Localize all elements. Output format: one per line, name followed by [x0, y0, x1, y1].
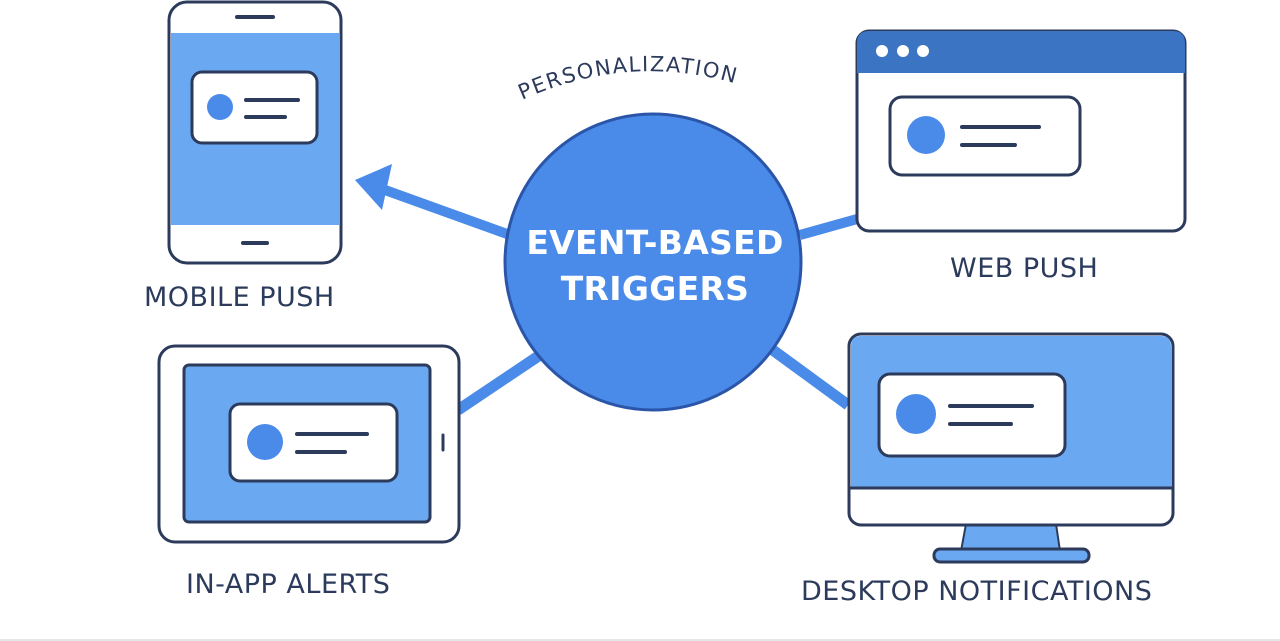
tablet-icon: [157, 344, 461, 544]
notification-card: [190, 70, 319, 145]
bottom-divider: [0, 639, 1280, 641]
connector-desktop: [766, 343, 852, 410]
label-desktop-notifications: DESKTOP NOTIFICATIONS: [801, 576, 1153, 607]
smartphone-icon: [167, 0, 343, 265]
hub-label: EVENT-BASED TRIGGERS: [500, 220, 810, 312]
desktop-monitor-icon: [847, 332, 1175, 564]
browser-window-icon: [855, 29, 1187, 233]
connector-inapp: [454, 350, 544, 415]
connector-mobile: [355, 164, 512, 240]
label-in-app-alerts: IN-APP ALERTS: [186, 569, 391, 600]
hub-label-line1: EVENT-BASED: [526, 223, 784, 262]
notification-card: [888, 95, 1082, 177]
notification-card: [877, 372, 1067, 458]
label-mobile-push: MOBILE PUSH: [144, 282, 335, 313]
notification-card: [228, 402, 399, 483]
arc-label-personalization: PERSONALIZATION: [515, 52, 741, 104]
arrowhead-mobile-icon: [355, 164, 392, 210]
label-web-push: WEB PUSH: [950, 253, 1099, 284]
hub-label-line2: TRIGGERS: [560, 269, 750, 308]
hub-circle: [503, 112, 803, 412]
